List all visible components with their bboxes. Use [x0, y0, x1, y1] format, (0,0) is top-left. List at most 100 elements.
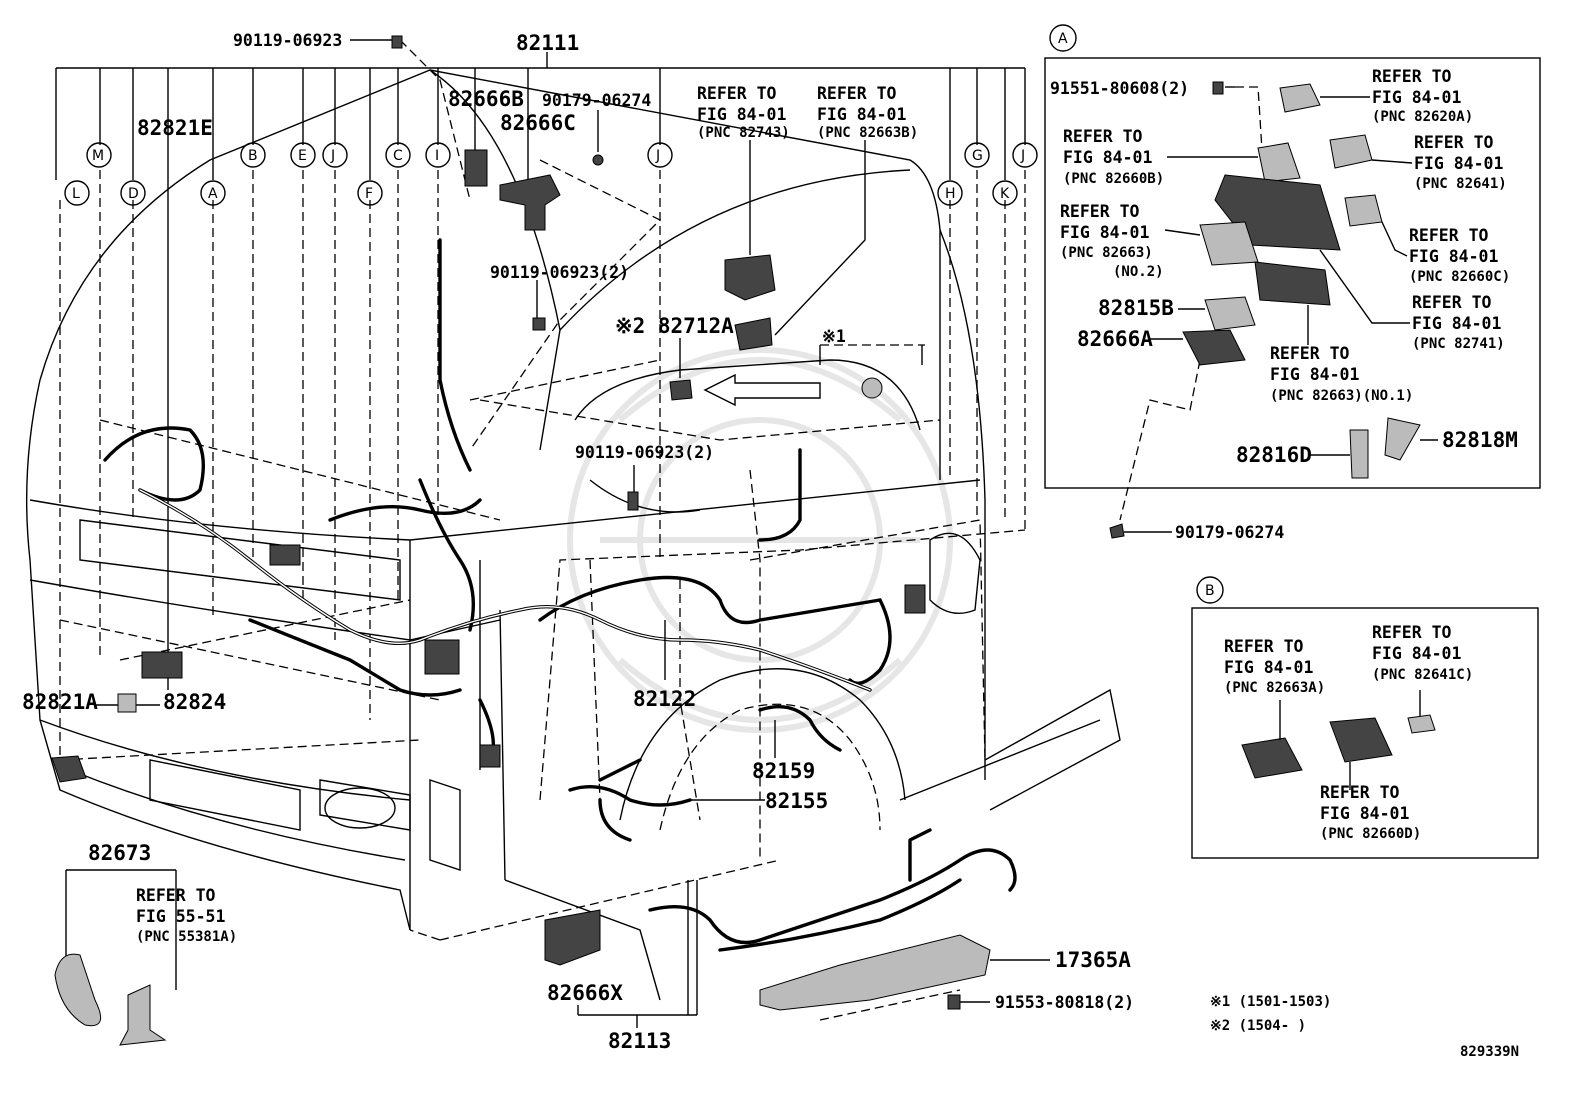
inset-a-frame [1044, 57, 1541, 489]
label-bolt-mid: 90119-06923(2) [490, 263, 629, 282]
connector-a [479, 744, 501, 768]
svg-text:FIG 55-51: FIG 55-51 [136, 907, 225, 926]
svg-text:FIG 84-01: FIG 84-01 [1409, 247, 1498, 266]
bolt-bottom-shape [947, 994, 961, 1010]
part-82712a-shape [669, 379, 693, 401]
callout-g: G [964, 142, 990, 168]
label-82712a: ※2 82712A [615, 314, 734, 338]
relay-block [424, 639, 460, 675]
label-b-82663a: REFER TO FIG 84-01 (PNC 82663A) [1224, 637, 1325, 696]
truck-cab-outline [25, 69, 1121, 1001]
connector-b [904, 584, 926, 614]
clip-shape [861, 377, 883, 399]
svg-text:(PNC 82663A): (PNC 82663A) [1224, 680, 1325, 696]
svg-text:J: J [1020, 148, 1025, 164]
callouts-main: L M D A B E J F C I J H G K J [64, 142, 1038, 206]
callout-l: L [64, 180, 90, 206]
svg-text:(PNC 82743): (PNC 82743) [697, 125, 790, 141]
svg-text:FIG 84-01: FIG 84-01 [1063, 148, 1152, 167]
part-82666x-shape [544, 909, 601, 966]
label-a-82663-no2: REFER TO FIG 84-01 (PNC 82663) (NO.2) [1060, 202, 1164, 280]
svg-text:REFER TO: REFER TO [1060, 202, 1140, 221]
label-82122: 82122 [633, 687, 696, 711]
label-note1: ※1 [822, 327, 846, 346]
part-82666b-shape [464, 149, 488, 187]
svg-text:(PNC 82641): (PNC 82641) [1414, 176, 1507, 192]
footnote-1: ※1 (1501-1503) [1210, 994, 1331, 1010]
svg-text:F: F [365, 186, 373, 202]
svg-text:(PNC 55381A): (PNC 55381A) [136, 929, 237, 945]
svg-text:REFER TO: REFER TO [1063, 127, 1143, 146]
label-17365a: 17365A [1055, 948, 1131, 972]
callout-a: A [200, 180, 226, 206]
svg-text:(PNC 82620A): (PNC 82620A) [1372, 109, 1473, 125]
label-bolt-bottom: 91553-80818(2) [995, 993, 1134, 1012]
svg-text:REFER TO: REFER TO [136, 886, 216, 905]
svg-text:FIG 84-01: FIG 84-01 [1372, 644, 1461, 663]
label-82821a: 82821A [22, 690, 98, 714]
svg-text:A: A [1058, 31, 1068, 47]
svg-text:REFER TO: REFER TO [1372, 67, 1452, 86]
label-nut-right: 90179-06274 [1175, 523, 1284, 542]
svg-text:REFER TO: REFER TO [1270, 344, 1350, 363]
svg-text:(PNC 82660C): (PNC 82660C) [1409, 269, 1510, 285]
callout-j3: J [1012, 142, 1038, 168]
svg-text:I: I [435, 148, 439, 164]
inset-b-frame [1191, 607, 1539, 859]
callout-m: M [86, 142, 112, 168]
inset-b-callout: B [1196, 576, 1224, 604]
label-refer-55381a: REFER TO FIG 55-51 (PNC 55381A) [136, 886, 237, 945]
svg-text:(PNC 82663): (PNC 82663) [1060, 245, 1153, 261]
part-82821e-shape [141, 651, 183, 679]
main-parts [51, 35, 991, 1011]
label-82666c: 82666C [500, 111, 576, 135]
label-a-82660c: REFER TO FIG 84-01 (PNC 82660C) [1409, 226, 1510, 285]
inset-b: B REFER TO FIG 84-01 (PNC 82663A) REFER … [1191, 576, 1539, 859]
svg-text:(NO.2): (NO.2) [1113, 264, 1164, 280]
svg-text:FIG 84-01: FIG 84-01 [697, 105, 786, 124]
svg-text:(PNC 82641C): (PNC 82641C) [1372, 667, 1473, 683]
svg-text:FIG 84-01: FIG 84-01 [1412, 314, 1501, 333]
label-82155: 82155 [765, 789, 828, 813]
svg-text:(PNC 82660B): (PNC 82660B) [1063, 171, 1164, 187]
solid-leaders [95, 39, 1050, 1003]
callout-b: B [240, 142, 266, 168]
svg-text:FIG 84-01: FIG 84-01 [1320, 804, 1409, 823]
bracket-82113 [577, 880, 698, 1028]
callout-e: E [290, 142, 316, 168]
bolt-top-shape [391, 35, 403, 49]
label-b-82660d: REFER TO FIG 84-01 (PNC 82660D) [1320, 783, 1421, 842]
part-82666c-shape [499, 174, 561, 231]
label-a-82660b: REFER TO FIG 84-01 (PNC 82660B) [1063, 127, 1164, 187]
svg-text:H: H [945, 186, 956, 202]
svg-text:FIG 84-01: FIG 84-01 [1224, 658, 1313, 677]
nut-shape [592, 154, 604, 166]
svg-text:FIG 84-01: FIG 84-01 [817, 105, 906, 124]
bracket-82673-shape [54, 953, 102, 1027]
svg-text:REFER TO: REFER TO [1320, 783, 1400, 802]
label-82821e: 82821E [137, 116, 213, 140]
svg-text:L: L [72, 186, 80, 202]
label-a-82663-no1: REFER TO FIG 84-01 (PNC 82663)(NO.1) [1270, 344, 1413, 404]
label-82159: 82159 [752, 759, 815, 783]
svg-text:E: E [298, 148, 307, 164]
inset-a-callout: A [1049, 24, 1077, 52]
label-82113: 82113 [608, 1029, 671, 1053]
svg-text:REFER TO: REFER TO [1412, 293, 1492, 312]
main-labels: 90119-06923 82111 82666B 90179-06274 826… [22, 31, 1519, 1060]
svg-text:REFER TO: REFER TO [1409, 226, 1489, 245]
svg-text:FIG 84-01: FIG 84-01 [1060, 223, 1149, 242]
svg-text:B: B [1205, 583, 1215, 599]
part-82743-shape [724, 254, 776, 301]
bracket-82673-group [54, 869, 177, 1046]
svg-text:K: K [1000, 186, 1010, 202]
svg-text:REFER TO: REFER TO [1372, 623, 1452, 642]
arrow-icon [703, 373, 821, 407]
label-82666b: 82666B [448, 87, 524, 111]
footnote-2: ※2 (1504- ) [1210, 1018, 1306, 1034]
label-a-82641: REFER TO FIG 84-01 (PNC 82641) [1414, 133, 1507, 192]
svg-text:FIG 84-01: FIG 84-01 [1372, 88, 1461, 107]
callout-h: H [937, 180, 963, 206]
label-a-82666a: 82666A [1077, 327, 1153, 351]
svg-text:FIG 84-01: FIG 84-01 [1270, 365, 1359, 384]
